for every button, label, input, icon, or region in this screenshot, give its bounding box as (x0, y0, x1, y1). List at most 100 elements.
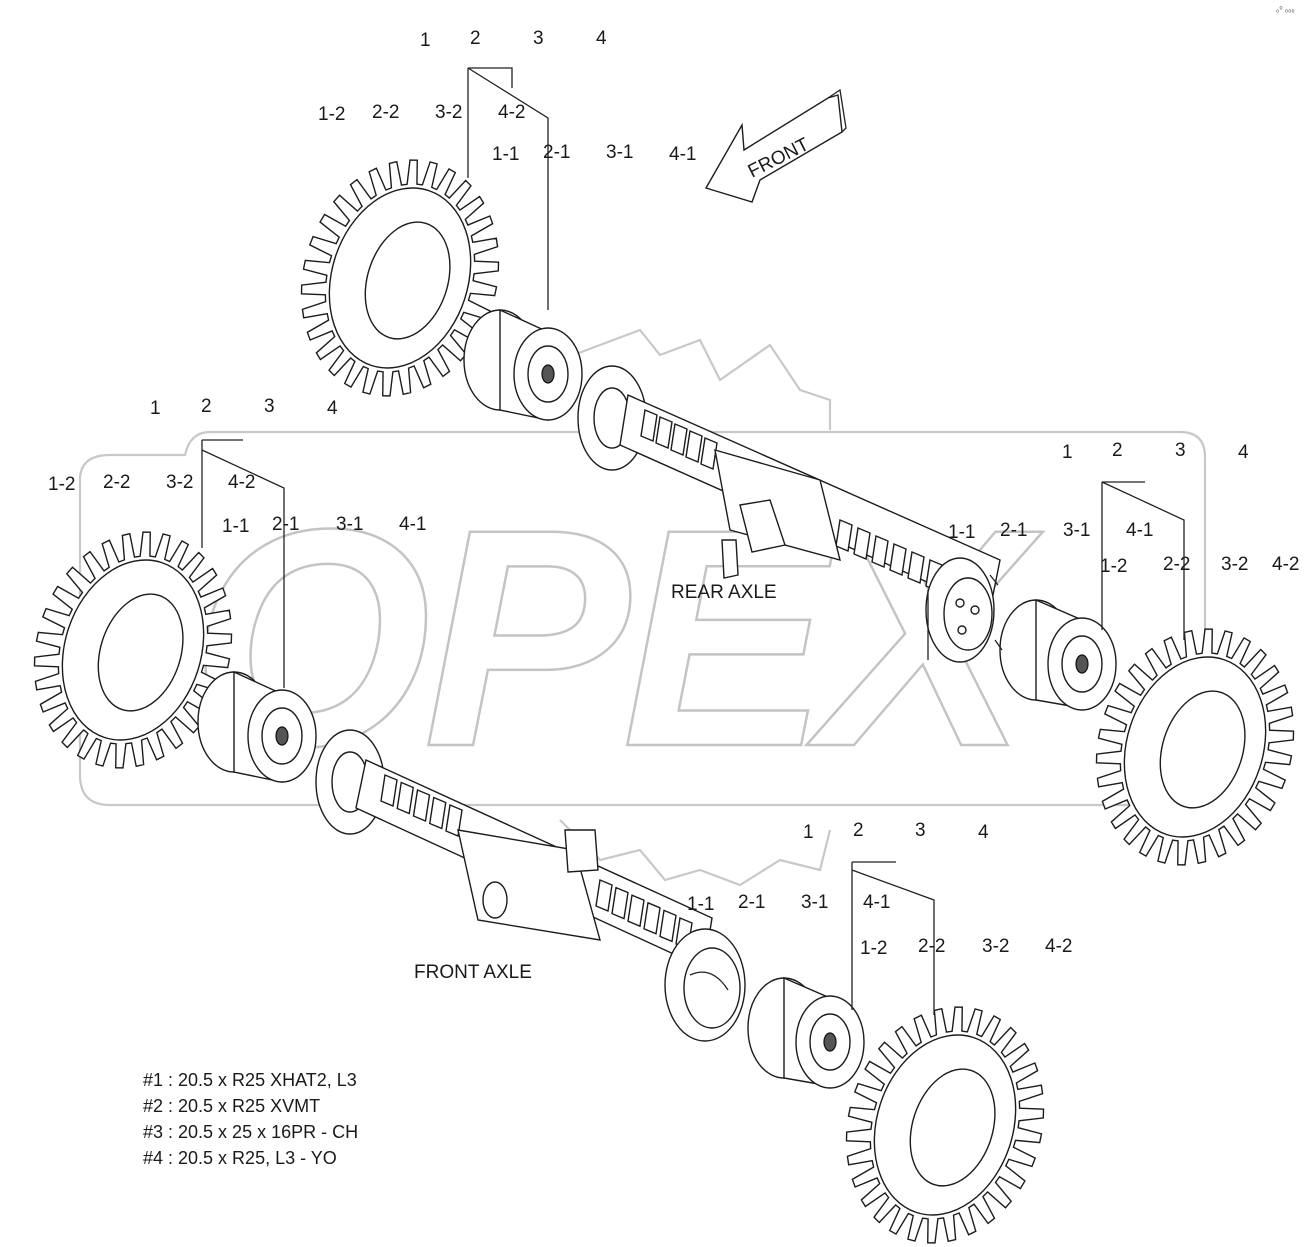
callouts-right: 1 2 3 4 1-1 2-1 3-1 4-1 1-2 2-2 3-2 4-2 (948, 440, 1299, 577)
callout-top-3-2: 3-2 (435, 102, 462, 123)
callout-right-4: 4 (1238, 442, 1249, 463)
axle-rib (670, 423, 688, 456)
axle-rib (853, 527, 871, 560)
callouts-left: 1 2 3 4 1-2 2-2 3-2 4-2 1-1 2-1 3-1 4-1 (48, 396, 426, 537)
callout-right-2-1: 2-1 (1000, 520, 1027, 541)
callout-bottom-1: 1 (803, 822, 814, 843)
callout-bottom-3: 3 (915, 820, 926, 841)
axle-rib (907, 551, 925, 584)
axle-rib (396, 781, 415, 815)
axle-rib (445, 804, 463, 837)
legend-line-2: #2 : 20.5 x R25 XVMT (143, 1096, 320, 1116)
axle-rib (685, 430, 703, 463)
callout-top-3-1: 3-1 (606, 142, 633, 163)
corner-mark: ₀⁰ ₀₀₀ (1276, 5, 1295, 14)
callout-bottom-3-2: 3-2 (982, 936, 1009, 957)
callout-bottom-2: 2 (853, 820, 864, 841)
axle-rib (871, 535, 889, 568)
callout-top-2: 2 (470, 28, 481, 49)
callout-bottom-4: 4 (978, 822, 989, 843)
rim-front-right (747, 976, 865, 1089)
axle-rib (643, 901, 661, 935)
rim-rear-right (999, 598, 1117, 711)
tire-rear-right (1095, 628, 1295, 866)
callout-top-1-1: 1-1 (492, 144, 519, 165)
rim-front-left (197, 670, 317, 783)
tire-bore (364, 221, 451, 340)
callout-left-2: 2 (201, 396, 212, 417)
callout-left-4-2: 4-2 (228, 472, 255, 493)
rear-axle (577, 365, 1003, 663)
axle-rib (889, 543, 907, 576)
callout-bottom-4-2: 4-2 (1045, 936, 1072, 957)
axle-rib (627, 894, 645, 928)
callout-top-3: 3 (533, 28, 544, 49)
callout-left-4-1: 4-1 (399, 514, 426, 535)
callout-right-2: 2 (1112, 440, 1123, 461)
front-axle-label: FRONT AXLE (414, 962, 532, 983)
callout-bottom-2-1: 2-1 (738, 892, 765, 913)
axle-rib (640, 409, 658, 442)
callout-left-3-1: 3-1 (336, 514, 363, 535)
callout-left-2-1: 2-1 (272, 514, 299, 535)
callout-right-3: 3 (1175, 440, 1186, 461)
axle-rib (380, 774, 398, 807)
tire-front-right (845, 1006, 1045, 1244)
callout-right-3-1: 3-1 (1063, 520, 1090, 541)
callout-right-1-2: 1-2 (1100, 556, 1127, 577)
axle-rib (412, 789, 431, 822)
callout-left-1: 1 (150, 398, 161, 419)
tire-bore (97, 593, 184, 712)
legend-line-4: #4 : 20.5 x R25, L3 - YO (143, 1148, 337, 1168)
callout-right-4-2: 4-2 (1272, 554, 1299, 575)
axle-rib (655, 416, 673, 449)
leader-lines (201, 67, 1185, 1015)
tire-front-left (33, 531, 233, 769)
callout-top-1-2: 1-2 (318, 104, 345, 125)
callout-right-4-1: 4-1 (1126, 520, 1153, 541)
callout-bottom-2-2: 2-2 (918, 936, 945, 957)
axle-rib (595, 879, 613, 912)
callout-right-1: 1 (1062, 442, 1073, 463)
watermark-text: OPEX (190, 464, 1043, 811)
axle-rib (659, 909, 677, 943)
callout-right-1-1: 1-1 (948, 522, 975, 543)
callouts-bottom: 1 2 3 4 1-1 2-1 3-1 4-1 1-2 2-2 3-2 4-2 (687, 820, 1072, 959)
front-axle (315, 729, 746, 1042)
callout-left-3: 3 (264, 396, 275, 417)
tire-rear-left (300, 159, 500, 397)
callout-bottom-1-1: 1-1 (687, 894, 714, 915)
callout-bottom-4-1: 4-1 (863, 892, 890, 913)
callout-top-2-1: 2-1 (543, 142, 570, 163)
callout-top-4: 4 (596, 28, 607, 49)
callout-top-4-1: 4-1 (669, 144, 696, 165)
rear-axle-ribs (640, 409, 943, 592)
callout-left-4: 4 (327, 398, 338, 419)
front-axle-ribs (380, 774, 693, 950)
callout-top-1: 1 (420, 30, 431, 51)
callout-bottom-3-1: 3-1 (801, 892, 828, 913)
callout-right-3-2: 3-2 (1221, 554, 1248, 575)
axle-rib (611, 886, 629, 920)
rim-rear-left (463, 308, 583, 421)
axle-rib (835, 519, 853, 552)
callout-right-2-2: 2-2 (1163, 554, 1190, 575)
tire-spec-legend: #1 : 20.5 x R25 XHAT2, L3 #2 : 20.5 x R2… (143, 1070, 358, 1168)
callout-left-1-2: 1-2 (48, 474, 75, 495)
rear-axle-label: REAR AXLE (671, 582, 777, 603)
legend-line-1: #1 : 20.5 x R25 XHAT2, L3 (143, 1070, 357, 1090)
callout-left-2-2: 2-2 (103, 472, 130, 493)
callout-top-2-2: 2-2 (372, 102, 399, 123)
callout-bottom-1-2: 1-2 (860, 938, 887, 959)
tire-bore (1159, 690, 1246, 809)
callout-left-1-1: 1-1 (222, 516, 249, 537)
tire-bore (909, 1068, 996, 1187)
callouts-top: 1 2 3 4 1-2 2-2 3-2 4-2 1-1 2-1 3-1 4-1 (318, 28, 696, 165)
callout-left-3-2: 3-2 (166, 472, 193, 493)
callout-top-4-2: 4-2 (498, 102, 525, 123)
front-direction-arrow: FRONT (704, 88, 847, 203)
axle-rib (428, 796, 447, 830)
legend-line-3: #3 : 20.5 x 25 x 16PR - CH (143, 1122, 358, 1142)
axle-rib (700, 437, 718, 470)
